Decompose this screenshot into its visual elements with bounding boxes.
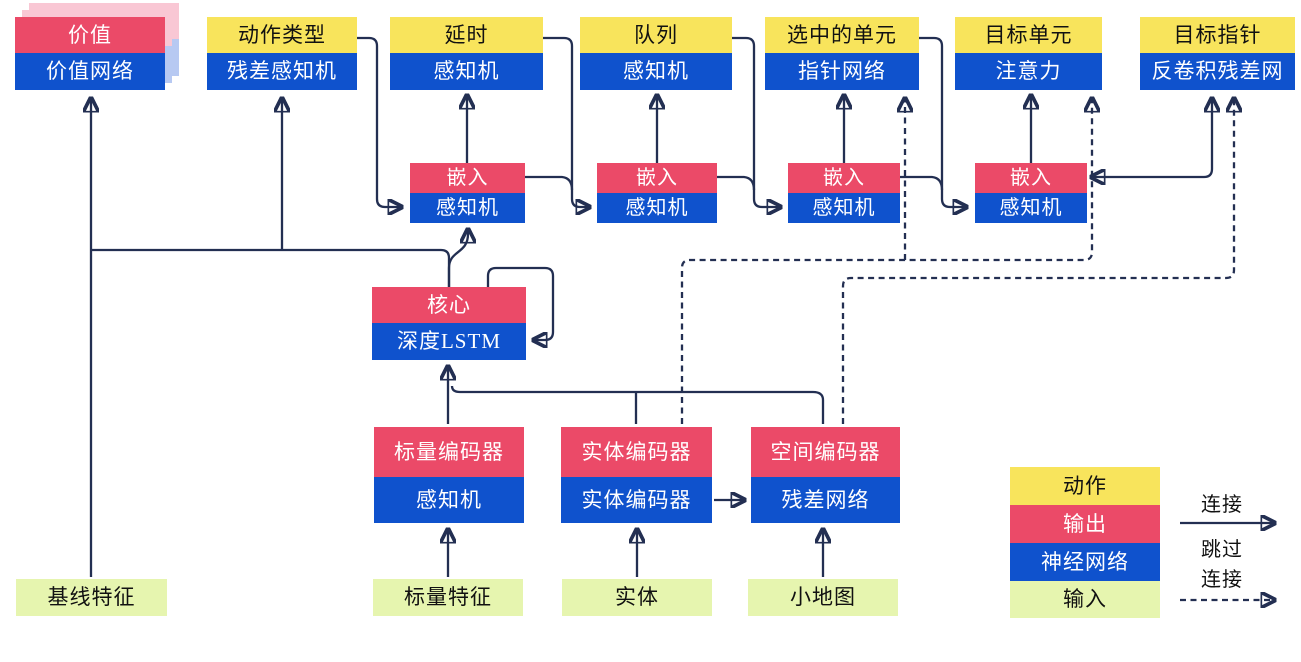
node-entity: 实体	[562, 579, 712, 616]
embedding-3-header-label: 嵌入	[788, 163, 900, 193]
edge-embedding-1-out	[525, 175, 574, 191]
entity-encoder-body-label: 实体编码器	[561, 477, 712, 523]
node-target-pointer: 目标指针反卷积残差网	[1140, 17, 1295, 90]
embedding-1-body-label: 感知机	[410, 193, 525, 223]
node-embedding-3: 嵌入感知机	[788, 163, 900, 223]
value-body-label: 价值网络	[15, 53, 165, 90]
edge-embedding-4-to-target-pointer	[1092, 99, 1212, 177]
node-delay: 延时感知机	[390, 17, 543, 90]
core-body-label: 深度LSTM	[372, 323, 526, 360]
minimap-label: 小地图	[748, 579, 898, 616]
legend-dashed-arrow-label-line1: 跳过	[1201, 539, 1243, 561]
node-target-unit: 目标单元注意力	[955, 17, 1102, 90]
delay-body-label: 感知机	[390, 53, 543, 90]
spatial-encoder-header-label: 空间编码器	[751, 427, 900, 477]
node-value: 价值价值网络	[15, 17, 165, 90]
legend-solid-arrow-label: 连接	[1201, 494, 1243, 516]
embedding-3-body-label: 感知机	[788, 193, 900, 223]
edge-embedding-2-out	[717, 175, 756, 191]
edge-skip-spatial-to-target-pointer	[841, 99, 1234, 424]
scalar-features-label: 标量特征	[373, 579, 523, 616]
edge-queue-to-embedding-3	[732, 36, 780, 207]
edge-core-branch-left	[91, 248, 451, 287]
edge-action-type-to-embedding-1	[357, 36, 401, 207]
node-embedding-4: 嵌入感知机	[975, 163, 1087, 223]
node-core: 核心深度LSTM	[372, 287, 526, 360]
spatial-encoder-body-label: 残差网络	[751, 477, 900, 523]
queue-body-label: 感知机	[580, 53, 732, 90]
target-unit-body-label: 注意力	[955, 53, 1102, 90]
scalar-encoder-body-label: 感知机	[374, 477, 524, 523]
edge-embedding-3-out	[900, 175, 944, 191]
entity-label: 实体	[562, 579, 712, 616]
edge-core-to-embedding-1	[447, 230, 468, 287]
value-header-label: 价值	[15, 17, 165, 53]
target-unit-header-label: 目标单元	[955, 17, 1102, 53]
node-entity-encoder: 实体编码器实体编码器	[561, 427, 712, 523]
node-selected-units: 选中的单元指针网络	[765, 17, 919, 90]
legend-row-network: 神经网络	[1010, 543, 1160, 581]
selected-units-header-label: 选中的单元	[765, 17, 919, 53]
edge-selected-units-to-embedding-4	[919, 36, 966, 207]
legend-dashed-arrow-label-line2: 连接	[1201, 569, 1243, 591]
target-pointer-header-label: 目标指针	[1140, 17, 1295, 53]
legend-row-output: 输出	[1010, 505, 1160, 543]
action-type-body-label: 残差感知机	[207, 53, 357, 90]
node-queue: 队列感知机	[580, 17, 732, 90]
embedding-4-header-label: 嵌入	[975, 163, 1087, 193]
action-type-header-label: 动作类型	[207, 17, 357, 53]
embedding-4-body-label: 感知机	[975, 193, 1087, 223]
node-embedding-2: 嵌入感知机	[597, 163, 717, 223]
embedding-1-header-label: 嵌入	[410, 163, 525, 193]
legend: 动作输出神经网络输入	[1010, 467, 1160, 618]
node-action-type: 动作类型残差感知机	[207, 17, 357, 90]
core-header-label: 核心	[372, 287, 526, 323]
node-scalar-encoder: 标量编码器感知机	[374, 427, 524, 523]
entity-encoder-header-label: 实体编码器	[561, 427, 712, 477]
delay-header-label: 延时	[390, 17, 543, 53]
edge-delay-to-embedding-2	[543, 36, 589, 207]
legend-row-input: 输入	[1010, 581, 1160, 618]
node-embedding-1: 嵌入感知机	[410, 163, 525, 223]
node-spatial-encoder: 空间编码器残差网络	[751, 427, 900, 523]
scalar-encoder-header-label: 标量编码器	[374, 427, 524, 477]
target-pointer-body-label: 反卷积残差网	[1140, 53, 1295, 90]
edge-encoders-horizontal	[450, 385, 825, 424]
node-baseline-features: 基线特征	[16, 579, 167, 616]
node-minimap: 小地图	[748, 579, 898, 616]
embedding-2-header-label: 嵌入	[597, 163, 717, 193]
edge-core-self-loop	[486, 266, 555, 340]
node-scalar-features: 标量特征	[373, 579, 523, 616]
legend-row-action: 动作	[1010, 467, 1160, 505]
queue-header-label: 队列	[580, 17, 732, 53]
embedding-2-body-label: 感知机	[597, 193, 717, 223]
edge-skip-entity-to-target-unit	[680, 99, 1092, 424]
baseline-features-label: 基线特征	[16, 579, 167, 616]
selected-units-body-label: 指针网络	[765, 53, 919, 90]
